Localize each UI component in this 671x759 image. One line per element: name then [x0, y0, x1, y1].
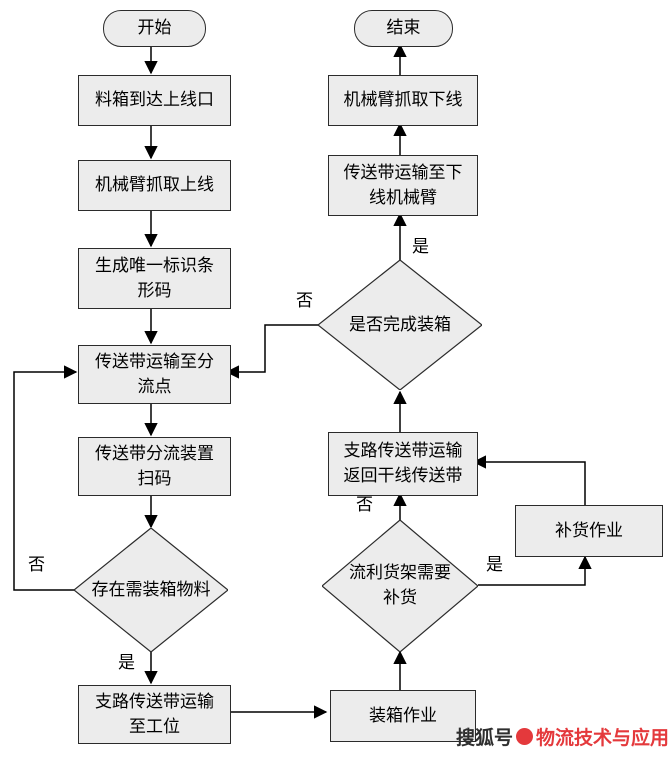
process-replenish-job: 补货作业 [515, 505, 663, 557]
process-arm-pick-online: 机械臂抓取上线 [78, 160, 231, 211]
edge-label-done-no: 否 [296, 291, 313, 310]
process-boxing-job: 装箱作业 [330, 690, 476, 742]
process-convey-to-offline-arm: 传送带运输至下 线机械臂 [328, 155, 478, 216]
edge-replenish-to-return [472, 455, 586, 505]
edge-done-no-loop [225, 324, 320, 379]
watermark-suffix: 物流技术与应用 [535, 728, 669, 749]
edge-label-rack-no: 否 [356, 495, 373, 514]
diamond-shape [322, 520, 478, 652]
diamond-shape [74, 528, 228, 652]
watermark: 搜狐号 物流技术与应用 [456, 723, 669, 750]
edge-material-no-loop [13, 365, 78, 591]
edge-rack-yes-to-replenish [478, 555, 592, 586]
edge-label-material-yes: 是 [118, 653, 135, 672]
process-branch-return: 支路传送带运输 返回干线传送带 [328, 432, 478, 496]
sohu-logo-icon [515, 728, 533, 745]
start-terminal: 开始 [103, 10, 206, 47]
decision-need-material: 存在需装箱物料 [74, 528, 228, 652]
process-arm-pick-offline: 机械臂抓取下线 [328, 75, 478, 126]
decision-rack-replenish: 流利货架需要 补货 [322, 520, 478, 652]
decision-boxing-done-label: 是否完成装箱 [349, 314, 451, 334]
process-generate-barcode: 生成唯一标识条 形码 [78, 248, 231, 309]
process-convey-to-divert: 传送带运输至分 流点 [78, 345, 231, 404]
decision-rack-replenish-label: 流利货架需要 补货 [349, 563, 451, 607]
process-divert-scan: 传送带分流装置 扫码 [78, 437, 231, 496]
edge-label-material-no: 否 [28, 555, 45, 574]
process-box-arrive: 料箱到达上线口 [78, 75, 231, 126]
watermark-prefix: 搜狐号 [455, 728, 513, 749]
edge-label-rack-yes: 是 [486, 555, 503, 574]
decision-need-material-label: 存在需装箱物料 [91, 579, 211, 599]
process-branch-to-station: 支路传送带运输 至工位 [78, 685, 231, 744]
edge-label-done-yes: 是 [412, 237, 429, 256]
decision-boxing-done: 是否完成装箱 [318, 260, 482, 390]
end-terminal: 结束 [354, 10, 453, 47]
diamond-shape [318, 260, 482, 390]
